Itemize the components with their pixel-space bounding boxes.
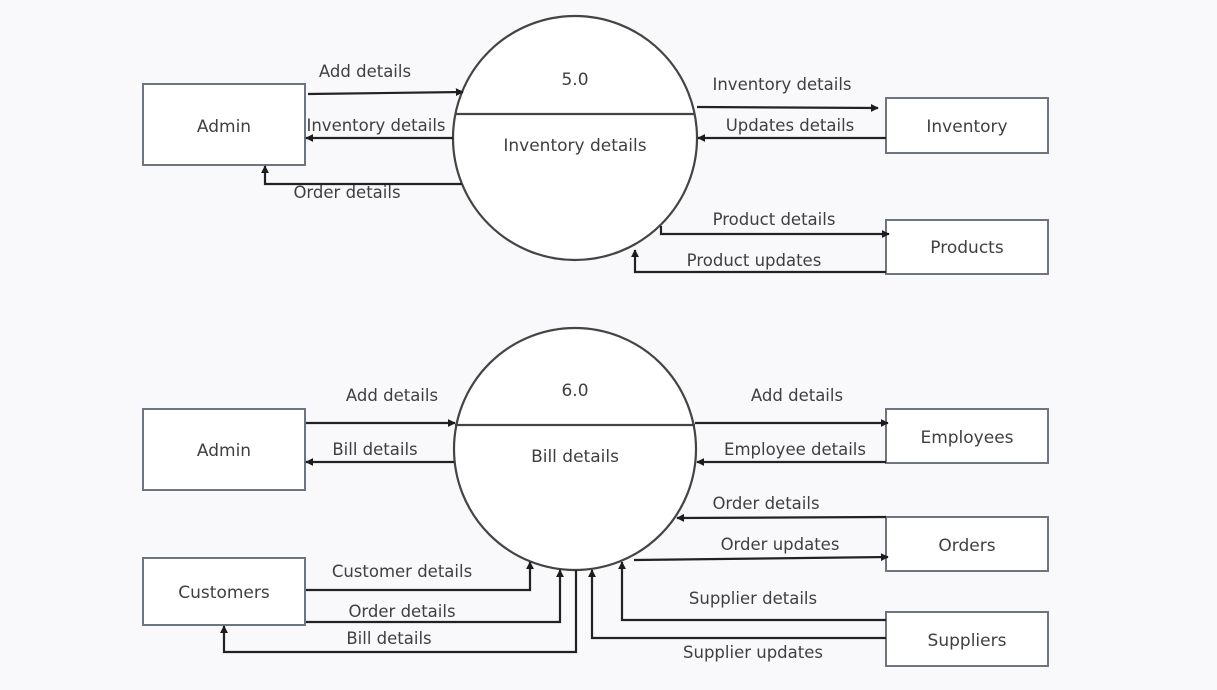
- flow-label-admin-inventory-details: Inventory details: [306, 116, 445, 135]
- entity-products[interactable]: Products: [885, 219, 1049, 275]
- flow-label-product-details: Product details: [713, 210, 836, 229]
- entity-admin-top[interactable]: Admin: [142, 83, 306, 166]
- flow-arrow-order-updates: [633, 553, 889, 562]
- flow-label-supplier-details: Supplier details: [689, 589, 817, 608]
- entity-orders-label: Orders: [938, 536, 995, 556]
- entity-admin-bottom[interactable]: Admin: [142, 408, 306, 491]
- entity-employees-label: Employees: [920, 428, 1013, 448]
- flow-label-customer-order-details: Order details: [348, 602, 455, 621]
- flow-arrow-admin-order-details: [261, 165, 462, 186]
- process-6-0[interactable]: 6.0 Bill details: [452, 326, 698, 572]
- entity-products-label: Products: [930, 238, 1004, 258]
- process-id-top: 5.0: [561, 70, 588, 90]
- flow-arrow-admin-add-details-top: [307, 88, 464, 97]
- flow-arrow-product-details: [659, 226, 890, 238]
- entity-admin-bottom-label: Admin: [197, 441, 251, 461]
- flow-arrow-customer-order-details: [306, 569, 564, 624]
- entity-customers[interactable]: Customers: [142, 557, 306, 626]
- flow-label-employees-add-details: Add details: [751, 386, 843, 405]
- flow-arrow-order-details-in: [676, 513, 887, 522]
- flow-label-customer-bill-details: Bill details: [346, 629, 431, 648]
- flow-arrow-customer-details: [306, 561, 534, 592]
- flow-label-admin-add-details-top: Add details: [319, 62, 411, 81]
- entity-customers-label: Customers: [178, 583, 270, 603]
- entity-employees[interactable]: Employees: [885, 408, 1049, 464]
- flow-arrow-inventory-details-out: [696, 103, 879, 112]
- flow-label-admin-add-details-bottom: Add details: [346, 386, 438, 405]
- entity-suppliers[interactable]: Suppliers: [885, 611, 1049, 667]
- flow-label-inventory-updates-details: Updates details: [726, 116, 855, 135]
- flow-label-order-updates: Order updates: [721, 535, 840, 554]
- flow-label-employee-details: Employee details: [724, 440, 866, 459]
- flow-label-admin-order-details: Order details: [293, 183, 400, 202]
- entity-suppliers-label: Suppliers: [928, 631, 1007, 651]
- flow-label-inventory-details-out: Inventory details: [712, 75, 851, 94]
- process-name-top: Inventory details: [503, 136, 646, 156]
- flow-arrow-supplier-updates: [588, 569, 886, 640]
- flow-label-order-details-in: Order details: [712, 494, 819, 513]
- flow-label-product-updates: Product updates: [687, 251, 822, 270]
- entity-admin-top-label: Admin: [197, 117, 251, 137]
- flow-label-customer-details: Customer details: [332, 562, 472, 581]
- flow-label-supplier-updates: Supplier updates: [683, 643, 823, 662]
- process-5-0[interactable]: 5.0 Inventory details: [451, 14, 699, 262]
- process-id-bottom: 6.0: [561, 381, 588, 401]
- flow-arrow-product-updates: [631, 249, 886, 274]
- entity-inventory[interactable]: Inventory: [885, 97, 1049, 154]
- flow-label-admin-bill-details: Bill details: [332, 440, 417, 459]
- entity-inventory-label: Inventory: [926, 117, 1007, 137]
- entity-orders[interactable]: Orders: [885, 516, 1049, 572]
- flow-arrow-customer-bill-details: [220, 570, 578, 654]
- process-name-bottom: Bill details: [531, 447, 619, 467]
- flow-arrow-supplier-details: [618, 561, 886, 622]
